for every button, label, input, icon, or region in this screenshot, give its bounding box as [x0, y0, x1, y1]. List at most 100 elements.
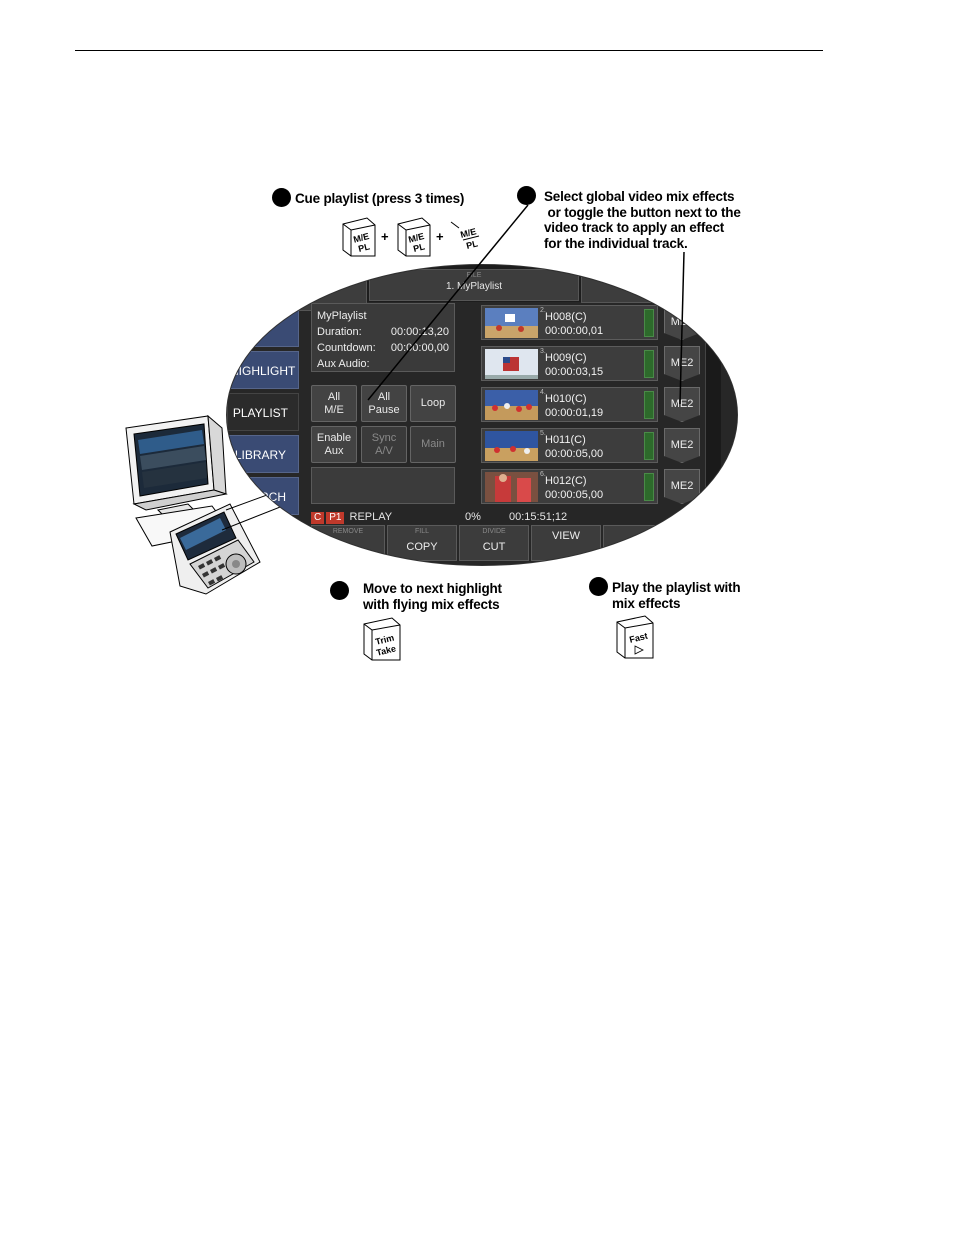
side-tab-library-label: LIBRARY — [234, 448, 286, 462]
top-tab-cursor[interactable]: Cursor — [581, 271, 691, 303]
all-pause-line-2: Pause — [368, 403, 400, 416]
callout-select-line-1: Select global video mix effects — [544, 189, 735, 204]
fast-play-key: Fast — [616, 615, 654, 659]
clip-name: H012(C) — [545, 475, 587, 487]
callout-move-line-1: Move to next highlight — [363, 581, 502, 596]
clip-number: 5. — [540, 430, 546, 437]
enable-aux-line-2: Aux — [324, 444, 344, 457]
top-tab-cursor-label: Cursor — [620, 273, 651, 284]
main-button[interactable]: Main — [410, 426, 456, 463]
me-pl-key-3-pressed: M/E PL — [450, 221, 479, 251]
me-pl-key-2: M/E PL — [397, 217, 431, 257]
view-label: VIEW — [551, 530, 581, 542]
callout-play-line-2: mix effects — [612, 595, 681, 611]
callout-bullet-play — [589, 577, 608, 596]
side-tab-top[interactable]: ... — [227, 309, 299, 347]
me2-label: ME2 — [670, 357, 694, 369]
all-pause-line-1: All — [377, 390, 391, 403]
clip-timecode: 00:00:03,15 — [545, 366, 604, 378]
clip-name: H010(C) — [545, 393, 587, 405]
me2-label: ME2 — [670, 439, 694, 451]
top-tab-file[interactable]: FILE 1. MyPlaylist — [369, 269, 579, 301]
callout-play-line-1: Play the playlist with — [612, 580, 741, 595]
cut-button[interactable]: DIVIDE CUT — [459, 525, 529, 561]
countdown-value: 00:00:00,00 — [390, 342, 449, 354]
clip-thumbnail — [485, 308, 538, 338]
callout-play: Play the playlist with mix effects — [612, 580, 741, 611]
countdown-row: Countdown: 00:00:00,00 — [317, 340, 449, 356]
loop-label: Loop — [420, 397, 446, 409]
sync-av-line-2: A/V — [375, 444, 393, 457]
me2-toggle-button[interactable]: ME2 — [664, 428, 700, 463]
clip-row[interactable]: 3. H009(C) 00:00:03,15 — [481, 346, 658, 381]
copy-label: COPY — [406, 541, 438, 553]
callout-select-line-4: for the individual track. — [544, 235, 688, 251]
fast-key-label: Fast — [628, 631, 648, 645]
me2-label: ME2 — [670, 398, 694, 410]
callout-select-line-2: or toggle the button next to the — [544, 204, 741, 220]
callout-select-line-3: video track to apply an effect — [544, 220, 725, 235]
channel-c-badge: C — [311, 512, 325, 524]
touchscreen-zoom: FILE 1. MyPlaylist Cursor ... HIGHLIGHT … — [226, 264, 738, 566]
remove-button[interactable]: REMOVE — [311, 525, 385, 561]
me2-toggle-button[interactable]: ME2 — [664, 469, 700, 504]
me2-toggle-button[interactable]: ME2 — [664, 346, 700, 381]
callout-bullet-select — [517, 186, 536, 205]
extra-button[interactable] — [603, 525, 693, 561]
status-percent: 0% — [465, 511, 481, 523]
callout-bullet-cue — [272, 188, 291, 207]
clip-row[interactable]: 4. H010(C) 00:00:01,19 — [481, 387, 658, 422]
trim-take-key-top: Trim — [374, 633, 395, 647]
top-tab-file-label: 1. MyPlaylist — [445, 281, 503, 292]
clip-row[interactable]: 2. H008(C) 00:00:00,01 — [481, 305, 658, 340]
clip-row[interactable]: 6. H012(C) 00:00:05,00 — [481, 469, 658, 504]
play-icon — [634, 645, 644, 655]
clip-thumbnail — [485, 431, 538, 461]
clip-timecode: 00:00:05,00 — [545, 489, 604, 501]
clip-timecode: 00:00:01,19 — [545, 407, 604, 419]
me-pl-key-3-top: M/E — [459, 226, 477, 240]
side-tab-playlist[interactable]: PLAYLIST — [227, 393, 299, 431]
channel-p1-badge: P1 — [326, 512, 345, 524]
clip-number: 6. — [540, 471, 546, 478]
status-mode: REPLAY — [349, 511, 393, 523]
duration-value: 00:00:13,20 — [390, 326, 449, 338]
playlist-name: MyPlaylist — [317, 310, 367, 322]
me2-toggle-button[interactable]: ME2 — [664, 305, 700, 340]
loop-button[interactable]: Loop — [410, 385, 456, 422]
clip-number: 2. — [540, 307, 546, 314]
side-tab-playlist-label: PLAYLIST — [232, 406, 288, 420]
clip-timecode: 00:00:00,01 — [545, 325, 604, 337]
me-pl-key-3-bottom: PL — [465, 238, 479, 251]
view-button[interactable]: VIEW — [531, 525, 601, 561]
all-me-line-2: M/E — [324, 403, 344, 416]
clip-number: 3. — [540, 348, 546, 355]
fill-sub: FILL — [414, 528, 429, 535]
top-tab-file-sub: FILE — [466, 272, 482, 279]
callout-select: Select global video mix effects or toggl… — [544, 189, 741, 251]
me2-toggle-button[interactable]: ME2 — [664, 387, 700, 422]
side-tab-highlight[interactable]: HIGHLIGHT — [227, 351, 299, 389]
trim-take-key-bottom: Take — [375, 643, 397, 658]
side-tab-highlight-label: HIGHLIGHT — [230, 364, 296, 378]
callout-move: Move to next highlight with flying mix e… — [363, 581, 502, 612]
side-tab-library[interactable]: LIBRARY — [227, 435, 299, 473]
aux-audio-label: Aux Audio: — [317, 358, 370, 370]
copy-button[interactable]: FILL COPY — [387, 525, 457, 561]
cut-label: CUT — [482, 541, 506, 553]
status-timecode: 00:15:51;12 — [509, 511, 568, 523]
me2-label: ME2 — [670, 316, 694, 328]
clip-name: H011(C) — [545, 434, 586, 446]
clip-thumbnail — [485, 349, 538, 379]
clip-status-bar — [644, 309, 654, 337]
clip-row[interactable]: 5. H011(C) 00:00:05,00 — [481, 428, 658, 463]
side-tab-search[interactable]: SEARCH — [227, 477, 299, 515]
clip-list-scrollbar[interactable] — [705, 303, 721, 511]
clip-status-bar — [644, 350, 654, 378]
clip-timecode: 00:00:05,00 — [545, 448, 604, 460]
